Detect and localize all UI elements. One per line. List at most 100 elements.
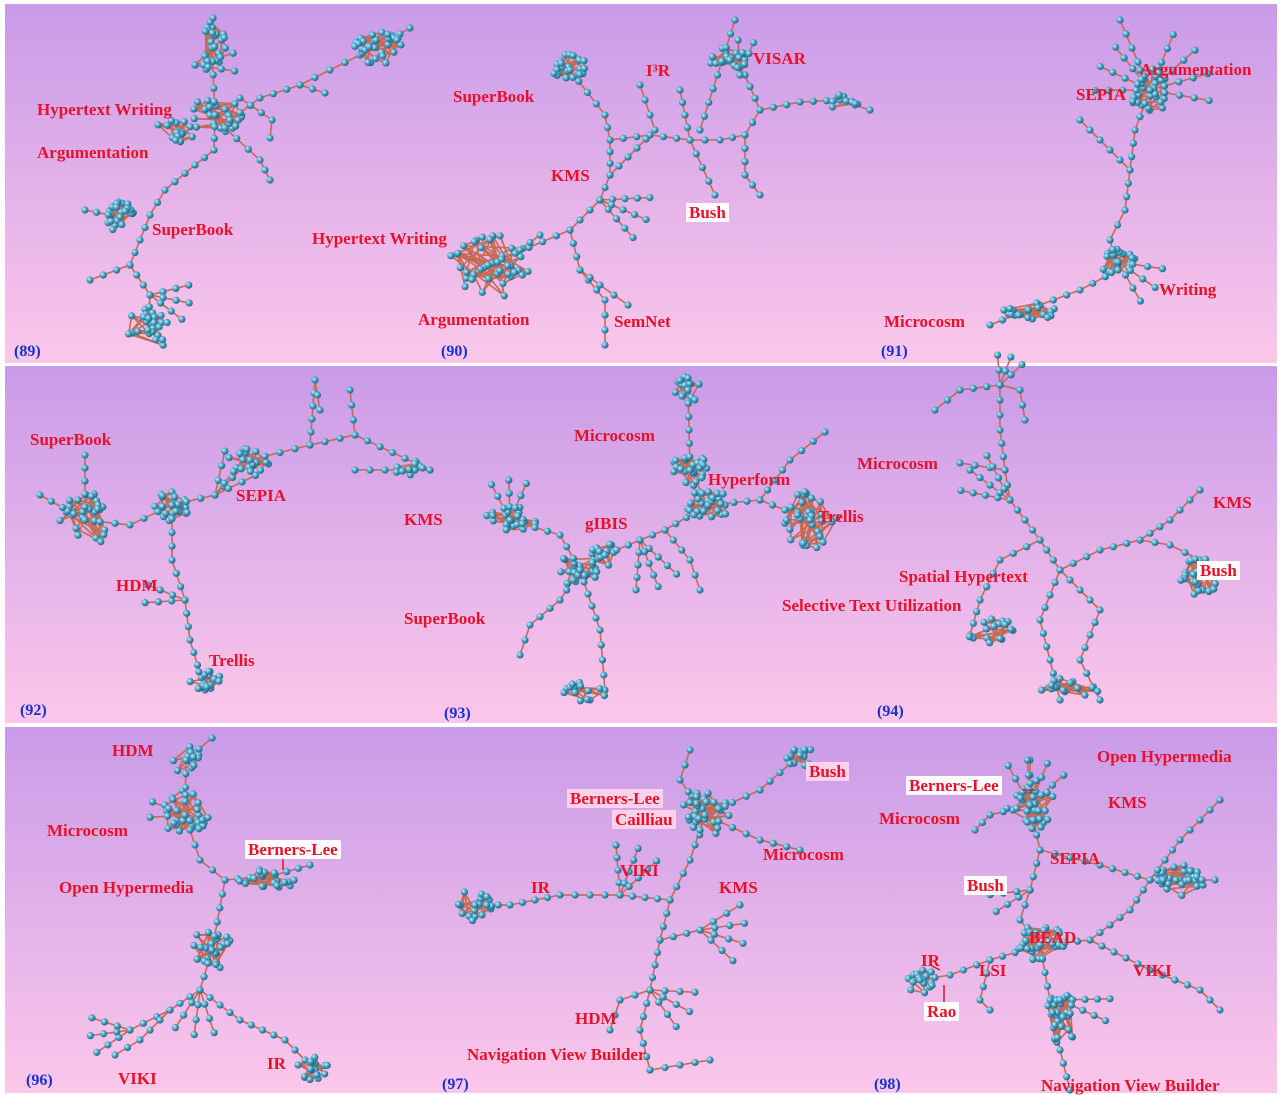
node-sphere-icon <box>1124 179 1132 187</box>
node-sphere-icon <box>1166 541 1174 549</box>
node-sphere-icon <box>1163 44 1171 53</box>
node-sphere-icon <box>90 517 99 525</box>
node-sphere-icon <box>1036 815 1044 823</box>
citation-edge <box>465 241 476 273</box>
node-sphere-icon <box>1059 686 1067 694</box>
node-sphere-icon <box>996 634 1004 643</box>
node-sphere-icon <box>641 96 649 104</box>
citation-edge <box>1192 573 1210 592</box>
node-sphere-icon <box>1043 313 1052 322</box>
node-sphere-icon <box>81 477 89 485</box>
node-sphere-icon <box>186 123 194 131</box>
node-sphere-icon <box>1013 506 1022 514</box>
node-sphere-icon <box>184 623 192 631</box>
panel-year-91: (91) <box>881 343 908 360</box>
node-sphere-icon <box>47 497 55 505</box>
label-superbook: SuperBook <box>404 609 486 628</box>
node-sphere-icon <box>508 244 516 252</box>
node-sphere-icon <box>813 544 821 552</box>
node-sphere-icon <box>611 1011 619 1019</box>
label-gibis: gIBIS <box>585 514 628 533</box>
node-sphere-icon <box>816 532 824 540</box>
citation-edge <box>707 793 715 823</box>
node-sphere-icon <box>685 439 693 447</box>
node-sphere-icon <box>992 907 1000 916</box>
node-sphere-icon <box>116 213 124 221</box>
node-sphere-icon <box>477 244 485 252</box>
node-sphere-icon <box>698 489 706 497</box>
node-sphere-icon <box>661 1063 669 1072</box>
node-sphere-icon <box>1133 872 1142 880</box>
node-sphere-icon <box>710 930 718 939</box>
node-sphere-icon <box>169 757 177 765</box>
node-sphere-icon <box>214 476 222 484</box>
node-sphere-icon <box>208 866 217 874</box>
node-sphere-icon <box>484 261 492 269</box>
node-sphere-icon <box>648 531 657 539</box>
node-sphere-icon <box>1116 16 1124 24</box>
node-sphere-icon <box>56 517 64 525</box>
node-sphere-icon <box>686 856 694 864</box>
node-sphere-icon <box>576 697 584 705</box>
node-sphere-icon <box>81 503 89 511</box>
node-sphere-icon <box>695 380 703 388</box>
node-sphere-icon <box>986 956 994 964</box>
node-sphere-icon <box>741 158 749 166</box>
node-sphere-icon <box>606 1026 614 1034</box>
node-sphere-icon <box>659 133 667 141</box>
node-sphere-icon <box>150 313 158 321</box>
node-sphere-icon <box>1126 166 1134 174</box>
node-sphere-icon <box>1056 996 1064 1004</box>
node-sphere-icon <box>563 579 571 587</box>
node-sphere-icon <box>169 795 177 803</box>
node-sphere-icon <box>1139 275 1147 283</box>
node-sphere-icon <box>669 536 677 544</box>
node-sphere-icon <box>1081 995 1089 1003</box>
citation-edge <box>59 495 93 522</box>
node-sphere-icon <box>986 811 994 819</box>
node-sphere-icon <box>280 878 289 886</box>
node-sphere-icon <box>679 869 687 877</box>
node-sphere-icon <box>182 791 190 799</box>
node-sphere-icon <box>270 1031 278 1039</box>
node-sphere-icon <box>1046 591 1054 599</box>
node-sphere-icon <box>1038 955 1047 963</box>
node-sphere-icon <box>154 508 162 516</box>
node-sphere-icon <box>294 864 302 872</box>
node-sphere-icon <box>994 351 1002 359</box>
node-sphere-icon <box>829 97 837 105</box>
node-sphere-icon <box>556 596 564 604</box>
node-sphere-icon <box>221 124 229 132</box>
node-sphere-icon <box>211 123 219 131</box>
node-sphere-icon <box>186 826 194 834</box>
node-sphere-icon <box>1146 876 1154 884</box>
node-sphere-icon <box>195 811 203 819</box>
node-sphere-icon <box>1177 576 1185 584</box>
node-sphere-icon <box>672 1000 680 1008</box>
node-sphere-icon <box>1157 58 1166 66</box>
node-sphere-icon <box>713 71 722 79</box>
node-sphere-icon <box>1109 68 1117 76</box>
node-sphere-icon <box>715 817 723 825</box>
node-sphere-icon <box>1183 981 1192 989</box>
label-viki: VIKI <box>1133 961 1172 980</box>
node-sphere-icon <box>576 682 585 690</box>
node-sphere-icon <box>728 798 737 807</box>
panel-year-92: (92) <box>20 702 47 719</box>
node-sphere-icon <box>1191 46 1199 54</box>
node-sphere-icon <box>283 868 291 876</box>
node-sphere-icon <box>603 123 612 132</box>
node-sphere-icon <box>1066 1009 1074 1017</box>
node-sphere-icon <box>685 379 694 388</box>
node-sphere-icon <box>384 40 392 49</box>
label-berners-lee: Berners-Lee <box>245 840 341 859</box>
node-sphere-icon <box>707 59 715 67</box>
node-sphere-icon <box>663 909 671 917</box>
node-sphere-icon <box>656 936 664 944</box>
node-sphere-icon <box>1180 861 1188 869</box>
node-sphere-icon <box>1015 893 1023 901</box>
node-sphere-icon <box>978 818 987 827</box>
node-sphere-icon <box>601 341 609 349</box>
node-sphere-icon <box>88 1014 96 1022</box>
node-sphere-icon <box>616 996 624 1004</box>
